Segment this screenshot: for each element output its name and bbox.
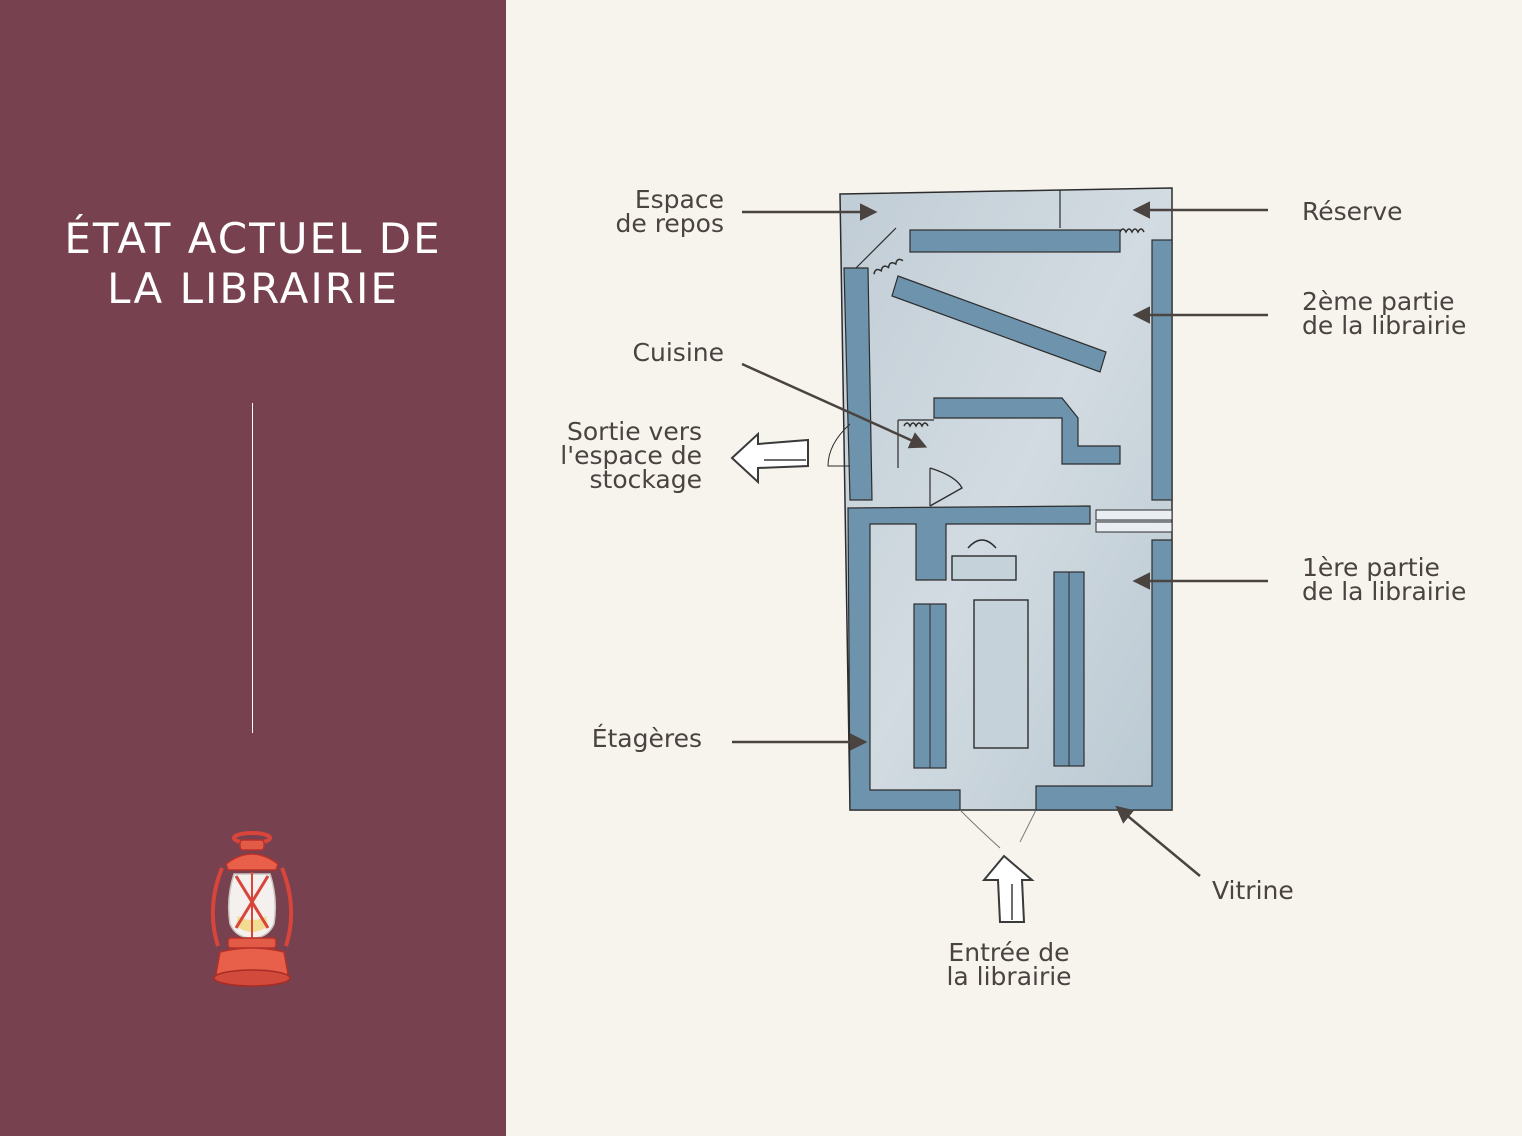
center-table xyxy=(973,599,1029,749)
label-vitrine: Vitrine xyxy=(1212,876,1294,905)
label-premiere-partie: 1ère partie de la librairie xyxy=(1302,553,1467,606)
title-line-1: ÉTAT ACTUEL DE xyxy=(64,214,442,263)
arrow-cuisine xyxy=(741,362,928,449)
label-deuxieme-partie: 2ème partie de la librairie xyxy=(1302,287,1467,340)
label-espace-repos: Espace de repos xyxy=(615,185,725,238)
sidebar: ÉTAT ACTUEL DE LA LIBRAIRIE xyxy=(0,0,506,1136)
top-shelf xyxy=(909,229,1121,253)
desk xyxy=(951,555,1017,581)
right-wall-upper xyxy=(1151,239,1173,501)
label-etageres: Étagères xyxy=(591,724,702,753)
floor-plan xyxy=(730,187,1268,923)
floor-plan-area: Espace de repos Réserve 2ème partie de l… xyxy=(506,0,1522,1136)
exit-arrow-icon xyxy=(730,431,809,485)
left-wall-upper xyxy=(843,267,873,501)
label-entree: Entrée de la librairie xyxy=(946,938,1072,991)
arrow-vitrine xyxy=(1115,805,1201,877)
label-reserve: Réserve xyxy=(1302,197,1403,226)
label-sortie: Sortie vers l'espace de stockage xyxy=(560,417,702,494)
title-line-2: LA LIBRAIRIE xyxy=(107,264,399,313)
diagonal-shelf xyxy=(891,275,1107,373)
page-title: ÉTAT ACTUEL DE LA LIBRAIRIE xyxy=(0,214,506,314)
divider xyxy=(252,403,253,733)
label-cuisine: Cuisine xyxy=(632,338,724,367)
entrance-arrow-icon xyxy=(981,854,1035,923)
lantern-icon xyxy=(210,831,294,987)
kitchen-counter xyxy=(933,397,1121,465)
